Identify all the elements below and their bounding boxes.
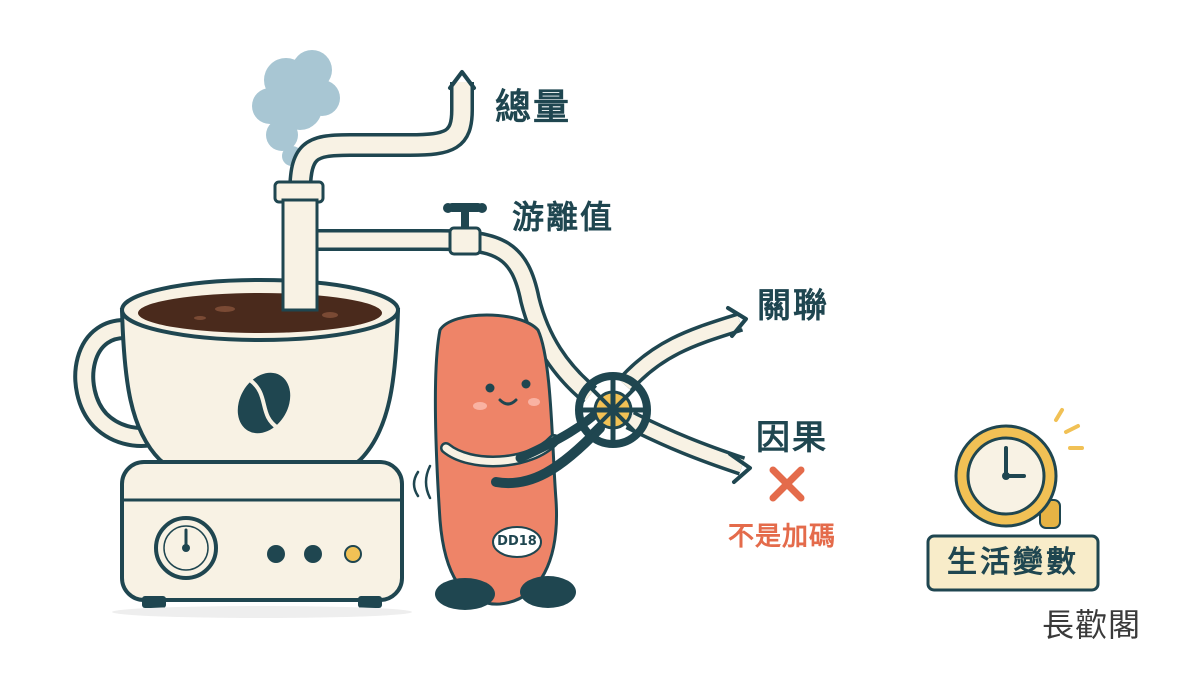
- coffee-cup: [73, 278, 401, 483]
- mascot-badge: DD18: [497, 534, 537, 549]
- life-variables-plate: [926, 534, 1100, 592]
- arrow-association: [617, 306, 748, 392]
- coffee-bean-icon: [237, 372, 291, 434]
- label-life-variables: 生活變數: [947, 545, 1079, 580]
- pipe-total: [288, 70, 476, 310]
- label-free-value: 游離值: [512, 198, 615, 236]
- valve-wheel-icon: [575, 372, 651, 448]
- cross-mark-icon: [769, 466, 805, 502]
- steam-cloud: [252, 50, 340, 166]
- heater-light: [344, 545, 362, 563]
- label-causation: 因果: [756, 418, 828, 458]
- heater-knob-1: [267, 545, 285, 563]
- mascot-character: [412, 313, 607, 610]
- label-association: 關聯: [757, 286, 829, 326]
- clock-icon: [954, 408, 1084, 529]
- label-total: 總量: [495, 87, 572, 128]
- dial-gauge-icon: [154, 516, 218, 580]
- label-not-additive: 不是加碼: [728, 522, 837, 552]
- faucet-icon: [443, 203, 487, 256]
- brand-watermark: 長歡閣: [1042, 606, 1142, 644]
- arrow-causation: [625, 411, 752, 484]
- pipe-inlet: [281, 198, 319, 312]
- heater-knob-2: [304, 545, 322, 563]
